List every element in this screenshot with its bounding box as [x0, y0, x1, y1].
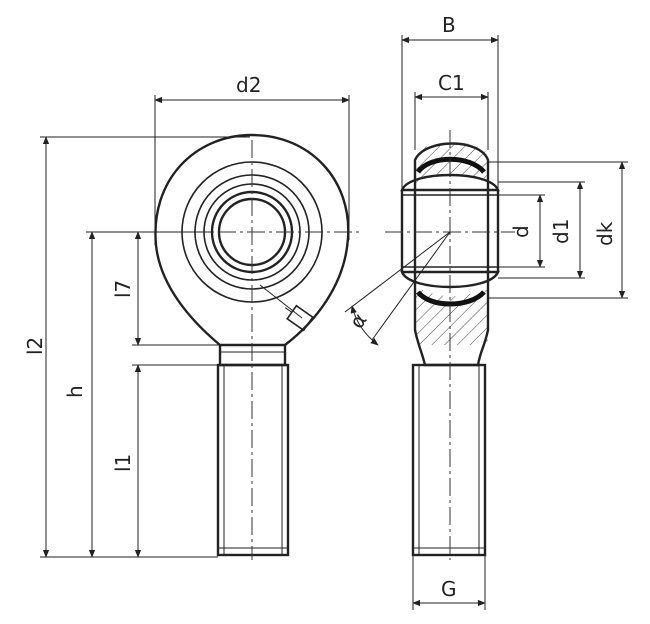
dim-l2: l2: [23, 136, 250, 558]
side-view: [385, 130, 515, 560]
label-B: B: [442, 13, 456, 37]
dim-h: h: [63, 231, 212, 558]
label-d1: d1: [549, 219, 573, 244]
housing-outline: [413, 142, 490, 367]
shank-front: [216, 363, 290, 557]
shank-side: [411, 363, 487, 557]
housing-upper-section: [415, 142, 488, 185]
label-l2: l2: [23, 337, 47, 355]
ball-upper: [400, 173, 500, 192]
label-dk: dk: [593, 221, 617, 246]
dim-l7: l7: [111, 231, 220, 346]
lube-nipple: [284, 304, 314, 332]
label-C1: C1: [438, 71, 465, 95]
label-l1: l1: [111, 454, 135, 472]
dim-d2: d2: [154, 73, 350, 245]
housing-lower-section: [415, 285, 488, 345]
head-outline: [154, 133, 350, 347]
label-d2: d2: [236, 73, 261, 97]
dim-dk: dk: [488, 161, 628, 299]
dim-B: B: [401, 13, 499, 190]
ball-lower: [400, 270, 500, 289]
dim-C1: C1: [414, 71, 489, 150]
dim-G: G: [412, 555, 486, 610]
label-h: h: [63, 385, 87, 398]
front-view: [154, 133, 360, 560]
dim-l1: l1: [111, 364, 218, 558]
label-alpha: α: [344, 308, 371, 333]
label-l7: l7: [111, 280, 135, 298]
label-G: G: [441, 577, 457, 601]
dim-d1: d1: [498, 181, 585, 279]
dim-d: d: [498, 194, 545, 268]
label-d: d: [509, 225, 533, 238]
